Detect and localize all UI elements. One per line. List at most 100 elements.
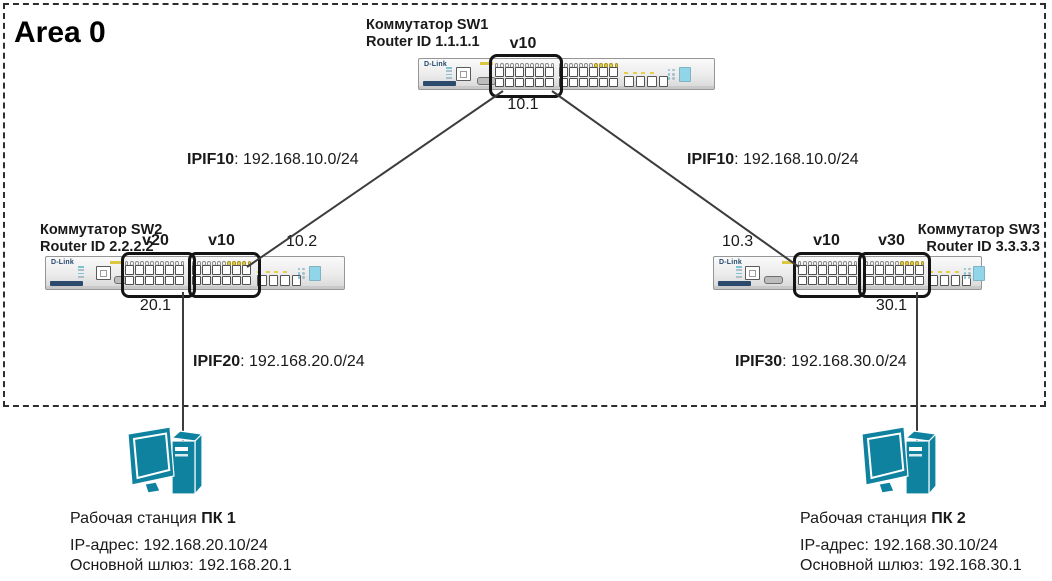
sfp-slot [268, 275, 278, 286]
rj45-port [145, 265, 154, 275]
sfp-slot-row [929, 275, 973, 286]
sw2-port-20-1: 20.1 [139, 297, 172, 314]
pc1-workstation-icon [127, 426, 204, 496]
rj45-ports [798, 265, 857, 285]
link-label-sw2-pc1: IPIF20: 192.168.20.0/24 [193, 353, 365, 371]
rj45-port [545, 77, 554, 87]
rj45-port [495, 77, 504, 87]
indicator-dot [968, 272, 971, 275]
rj45-port [202, 265, 211, 275]
sw3-vlan30-outline [858, 252, 931, 298]
sw2-router-id: Router ID 2.2.2.2 [40, 239, 154, 255]
sw1-name: Коммутатор SW1 [366, 17, 489, 33]
sfp-led [954, 271, 959, 273]
sfp-led [641, 72, 645, 74]
rj45-port [535, 67, 544, 77]
rj45-port [155, 265, 164, 275]
sfp-led [632, 72, 637, 74]
status-led [736, 266, 742, 268]
sfp-led [649, 72, 654, 74]
indicator-dot [668, 69, 671, 72]
port-group-1 [125, 261, 184, 286]
dlink-logo: D-Link [719, 259, 742, 266]
rj45-port [905, 275, 914, 285]
indicator-dot [964, 268, 967, 271]
sfp-slot [635, 76, 645, 87]
status-leds [78, 266, 84, 278]
port-legend [480, 62, 493, 65]
rj45-port [232, 265, 241, 275]
rj45-port [875, 275, 884, 285]
status-leds [446, 67, 452, 79]
sfp-ports [257, 271, 301, 286]
model-label [423, 81, 456, 86]
drive-bay [175, 454, 188, 457]
rj45-port [589, 77, 598, 87]
sw3-router-id: Router ID 3.3.3.3 [926, 239, 1040, 255]
sfp-slot [658, 76, 668, 87]
rj45-port [808, 275, 817, 285]
ipif20-subnet: : 192.168.20.0/24 [240, 353, 365, 370]
status-led [446, 67, 452, 69]
module-slot [764, 276, 783, 284]
pc2-title-prefix: Рабочая станция [800, 510, 932, 527]
rj45-port [545, 67, 554, 77]
rj45-port [838, 265, 847, 275]
indicator-dot [964, 272, 967, 275]
sfp-ports [624, 72, 668, 87]
sfp-led [929, 271, 933, 273]
indicator-dots [298, 268, 306, 280]
link-label-sw3-pc2: IPIF30: 192.168.30.0/24 [735, 353, 907, 371]
rj45-port [848, 265, 857, 275]
status-led [446, 73, 452, 76]
rj45-port [175, 265, 184, 275]
rj45-port [589, 67, 598, 77]
indicator-dot [668, 73, 671, 76]
status-led [78, 266, 84, 268]
rj45-port [535, 77, 544, 87]
rj45-port [515, 67, 524, 77]
ospf-area-boundary [3, 3, 1046, 407]
status-leds [736, 266, 742, 278]
rj45-port [202, 275, 211, 285]
port-group-1 [798, 261, 857, 286]
indicator-dot [964, 276, 967, 279]
port-led-row [559, 63, 618, 68]
sw1-title: Коммутатор SW1 Router ID 1.1.1.1 [366, 17, 488, 51]
console-port [96, 266, 111, 280]
pc2-info: Рабочая станция ПК 2 IP-адрес: 192.168.3… [800, 509, 1022, 576]
sw2-vlan20-label: v20 [142, 232, 169, 249]
tower-side [194, 432, 203, 496]
sfp-led-row [929, 271, 973, 273]
sfp-slot [257, 275, 267, 286]
rj45-port [885, 275, 894, 285]
pc1-ip: IP-адрес: 192.168.20.10/24 [70, 537, 268, 554]
rj45-port [135, 265, 144, 275]
rj45-port [145, 275, 154, 285]
rj45-port [838, 275, 847, 285]
rj45-ports [559, 67, 618, 87]
sfp-led [282, 271, 287, 273]
rj45-port [915, 275, 924, 285]
sfp-slot [280, 275, 290, 286]
dlink-logo: D-Link [51, 259, 74, 266]
sfp-slot [940, 275, 949, 286]
monitor-screen [132, 432, 171, 480]
rj45-port [165, 265, 174, 275]
sw3-vlan10-label: v10 [813, 232, 840, 249]
sfp-slot-row [624, 76, 668, 87]
rj45-port [798, 275, 807, 285]
sw3-vlan10-outline [793, 252, 866, 298]
rj45-port [155, 275, 164, 285]
rj45-port [818, 265, 827, 275]
area-title: Area 0 [14, 16, 106, 49]
rj45-port [495, 67, 504, 77]
rj45-port [505, 77, 514, 87]
link-label-sw1-sw3: IPIF10: 192.168.10.0/24 [687, 151, 859, 169]
rj45-port [135, 275, 144, 285]
rj45-port [222, 275, 231, 285]
rj45-port [808, 265, 817, 275]
sw1-chassis: D-Link [418, 58, 715, 90]
sw2-vlan10-outline [188, 252, 261, 298]
sfp-led [274, 271, 278, 273]
